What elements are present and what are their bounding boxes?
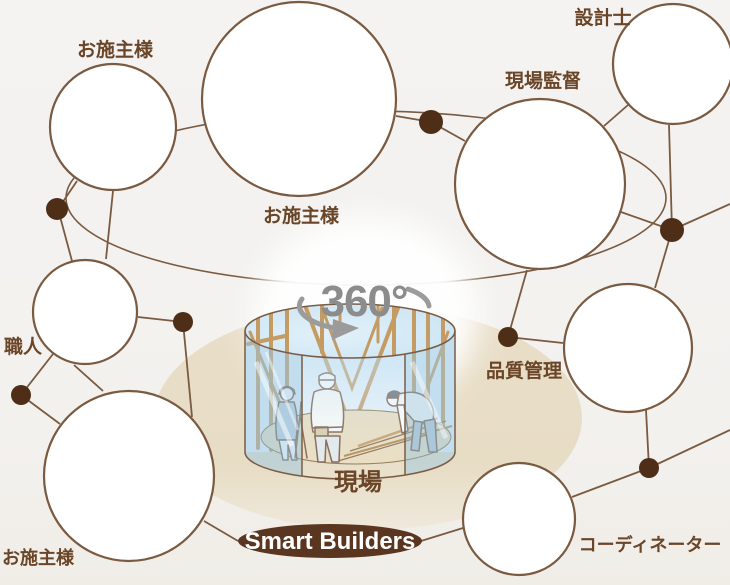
role-circle-craftsman xyxy=(31,258,139,366)
role-circle-coordinator xyxy=(461,461,577,577)
rotation-arrow-icon xyxy=(296,286,432,340)
site-360-cylinder: 360° 現場 xyxy=(244,277,456,496)
role-label-client-family: お施主様 xyxy=(77,38,154,61)
role-label-craftsman: 職人 xyxy=(4,335,43,358)
role-circle-quality-control xyxy=(562,282,694,414)
site-label: 現場 xyxy=(334,469,382,496)
connector-node xyxy=(46,198,68,220)
role-circle-client-commuter xyxy=(42,389,216,563)
connector-node xyxy=(639,458,659,478)
role-circle-architect xyxy=(611,2,730,126)
connector-nodes xyxy=(11,110,684,478)
role-label-client-couple: お施主様 xyxy=(263,204,340,227)
rotation-label: 360° xyxy=(320,277,407,326)
connector-node xyxy=(173,312,193,332)
connector-node xyxy=(11,385,31,405)
brand-badge: Smart Builders xyxy=(238,524,422,558)
role-label-client-commuter: お施主様 xyxy=(2,547,75,568)
role-label-quality-control: 品質管理 xyxy=(486,359,562,382)
cylinder-outline xyxy=(244,303,456,480)
role-label-site-supervisor: 現場監督 xyxy=(505,69,581,92)
connector-node xyxy=(419,110,443,134)
role-label-architect: 設計士 xyxy=(574,6,631,29)
role-label-coordinator: コーディネーター xyxy=(579,534,722,555)
connector-node xyxy=(498,327,518,347)
brand-label: Smart Builders xyxy=(245,528,416,555)
connector-node xyxy=(660,218,684,242)
role-circle-site-supervisor xyxy=(453,97,627,271)
